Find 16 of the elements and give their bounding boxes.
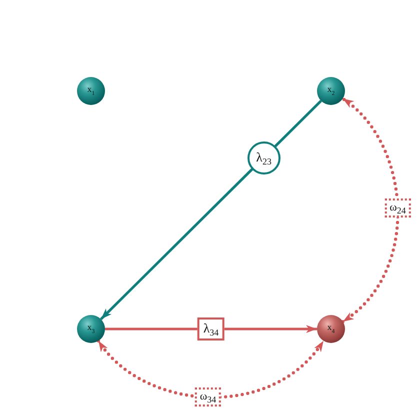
- edge-label: λ$_{23}$: [247, 141, 280, 174]
- node-label: x$_{4}$: [327, 323, 335, 335]
- arrow: [100, 100, 322, 320]
- edge-label: λ$_{34}$: [197, 318, 225, 340]
- dotted-arrow: [96, 339, 326, 399]
- edge-label: ω$_{34}$: [194, 388, 222, 407]
- sphere-node: [317, 315, 345, 343]
- sphere-node: [77, 77, 105, 105]
- sphere-node: [77, 315, 105, 343]
- node-label: x$_{3}$: [87, 323, 95, 335]
- arrow: [105, 325, 317, 333]
- dotted-arrow: [341, 97, 400, 324]
- edge-label: ω$_{24}$: [384, 198, 411, 218]
- sphere-node: [317, 77, 345, 105]
- node-label: x$_{2}$: [327, 85, 335, 97]
- node-label: x$_{1}$: [87, 85, 95, 97]
